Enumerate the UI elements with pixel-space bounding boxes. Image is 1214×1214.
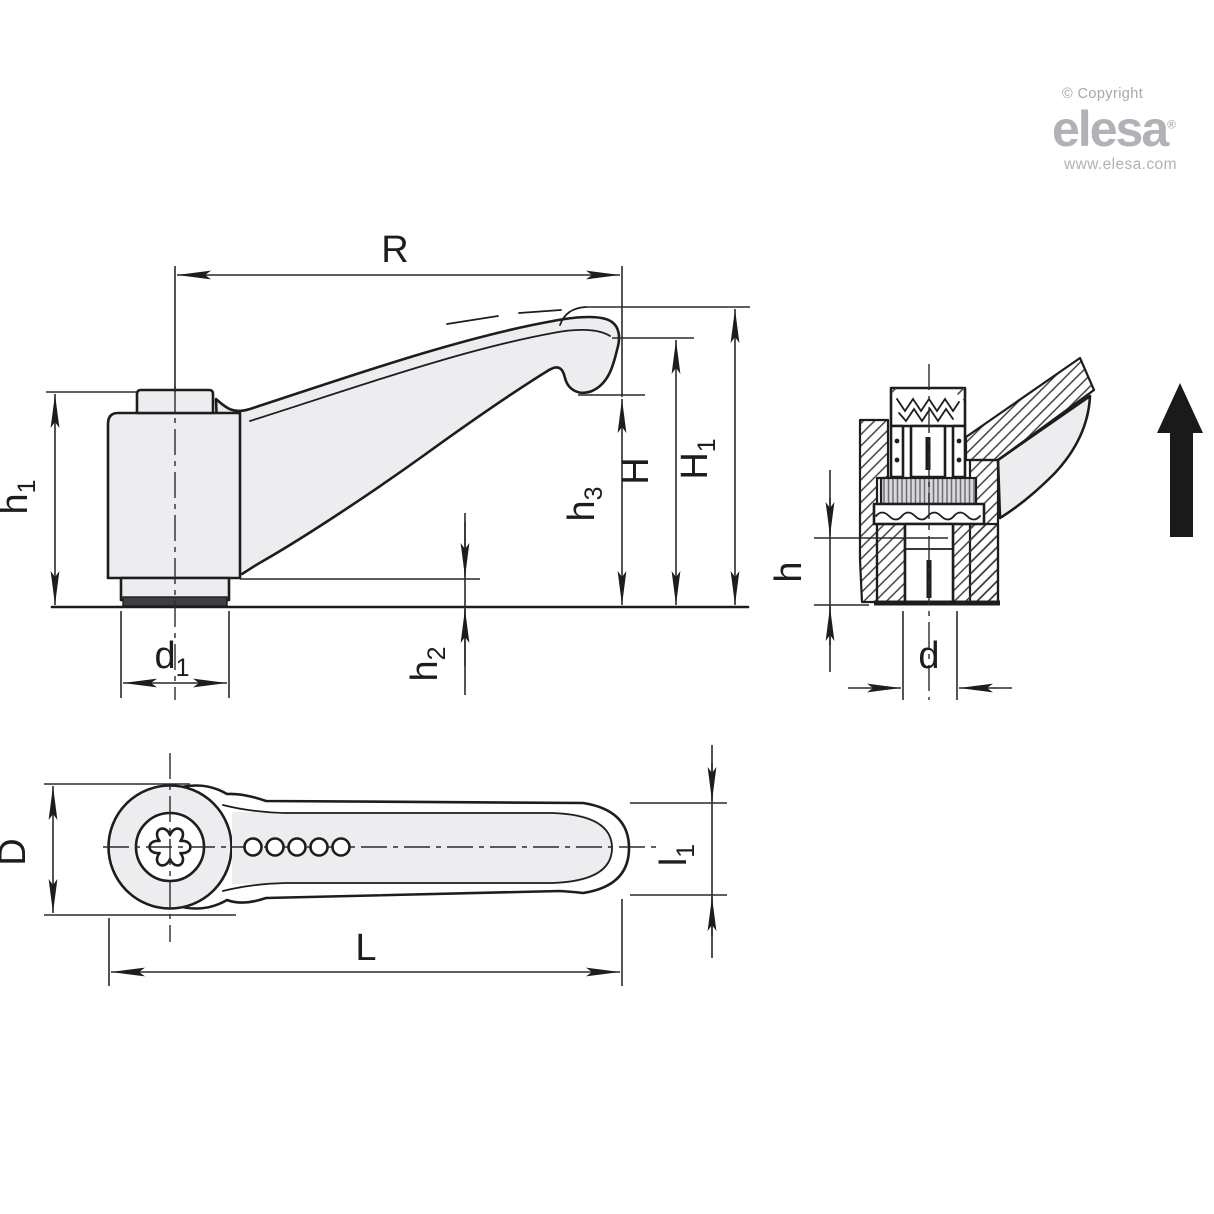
side-hub-body (106, 411, 242, 580)
dimension-L: L (108, 899, 623, 986)
side-phantom-lines (446, 306, 587, 326)
label-L: L (355, 927, 376, 969)
dimension-h1: h1 (0, 391, 137, 605)
side-view-drawing: R h1 d1 h2 (0, 229, 750, 700)
dimension-h3: h3 (561, 394, 645, 605)
side-lever-arm (214, 315, 621, 576)
section-spring-cap (889, 386, 967, 428)
label-h2: h2 (404, 646, 451, 681)
dimension-l1: l1 (630, 745, 727, 958)
dimension-D: D (0, 783, 236, 916)
dimension-d: d (848, 611, 1012, 700)
top-handle-inner-line (222, 804, 613, 892)
label-h1: h1 (0, 479, 41, 514)
section-arm-surface (996, 394, 1092, 520)
side-threaded-stud (119, 576, 231, 602)
copyright-text: © Copyright (1062, 86, 1144, 102)
registered-mark: ® (1167, 117, 1176, 132)
top-indicator-holes (243, 837, 351, 857)
elesa-logo: elesa® (1052, 101, 1176, 157)
up-direction-arrow-icon (1157, 383, 1203, 537)
label-d: d (918, 635, 939, 677)
label-H: H (615, 457, 657, 484)
label-H1: H1 (674, 438, 721, 479)
label-h3: h3 (561, 486, 608, 521)
dimension-h2: h2 (240, 513, 480, 695)
dimension-d1: d1 (120, 611, 230, 698)
dimension-R: R (174, 229, 623, 397)
elesa-logo-block: © Copyright elesa® www.elesa.com (1052, 86, 1212, 174)
label-d1: d1 (154, 635, 189, 682)
label-l1: l1 (653, 844, 700, 866)
cross-section-drawing: h d (768, 356, 1096, 700)
side-arm-ridge-line (249, 329, 611, 422)
dimension-H1: H1 (586, 306, 750, 605)
section-plunger (909, 424, 947, 479)
dimension-h: h (768, 470, 948, 672)
top-view-drawing: D L l1 (0, 745, 727, 986)
dimension-H: H (612, 337, 694, 605)
label-h: h (768, 561, 810, 582)
section-nut (874, 522, 1000, 606)
label-D: D (0, 838, 34, 865)
top-handle-face (232, 812, 613, 884)
label-R: R (381, 229, 408, 271)
website-text: www.elesa.com (1064, 156, 1177, 173)
